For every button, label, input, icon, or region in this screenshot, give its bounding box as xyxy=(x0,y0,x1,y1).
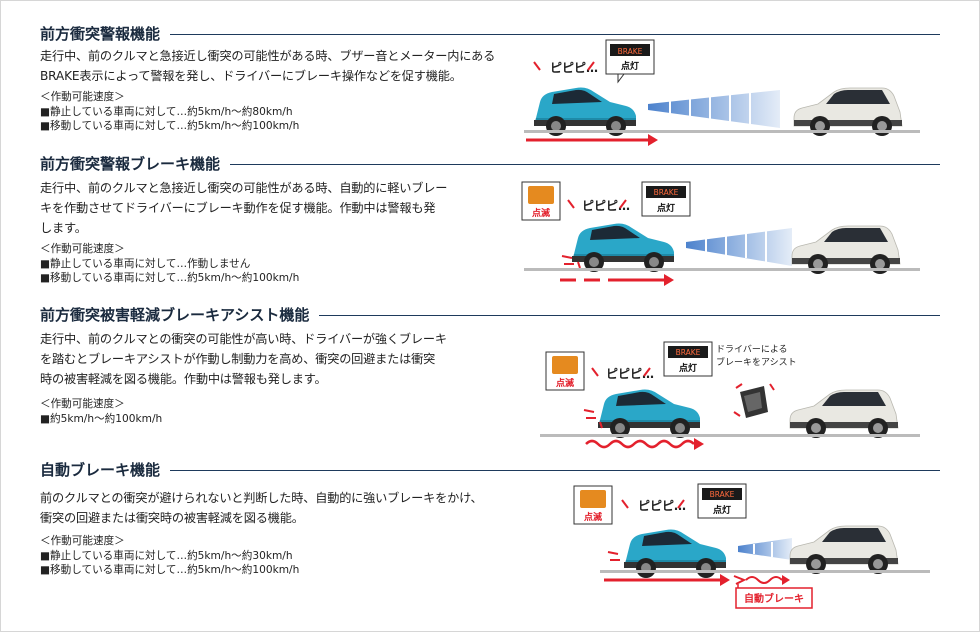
brake-indicator: BRAKE xyxy=(710,490,735,499)
section-title: 前方衝突被害軽減ブレーキアシスト機能 xyxy=(40,305,320,325)
beep-text: ピピピ… xyxy=(582,199,630,213)
speed-heading: ＜作動可能速度＞ xyxy=(40,535,125,547)
brake-pedal-icon xyxy=(733,383,775,418)
desc-line: 時の被害軽減を図る機能。作動中は警報も発します。 xyxy=(40,372,327,386)
section-brake-assist: 前方衝突被害軽減ブレーキアシスト機能 走行中、前のクルマとの衝突の可能性が高い時… xyxy=(40,305,940,425)
speed-list: ＜作動可能速度＞ ■静止している車両に対して…約5km/h～約80km/h ■移… xyxy=(40,90,500,134)
illustration-automatic-brake: 点滅 ピピピ… BRAKE 点灯 自動ブレーキ xyxy=(573,483,930,609)
speed-heading: ＜作動可能速度＞ xyxy=(40,398,125,410)
section-rule xyxy=(40,470,940,471)
radar-beam-icon xyxy=(738,538,792,560)
blink-label: 点滅 xyxy=(556,377,574,389)
lit-label: 点灯 xyxy=(713,504,731,516)
car-blue-icon xyxy=(572,223,674,272)
section-forward-collision-warning: 前方衝突警報機能 走行中、前のクルマと急接近し衝突の可能性がある時、ブザー音とメ… xyxy=(40,24,940,132)
illustration-warning-brake: 点滅 ピピピ… BRAKE 点灯 xyxy=(521,181,920,286)
speed-item: ■移動している車両に対して…約5km/h～約100km/h xyxy=(40,272,300,284)
beep-text: ピピピ… xyxy=(550,61,598,75)
illustration-brake-assist: 点滅 ピピピ… BRAKE 点灯 ドライバーによる ブレーキをアシスト xyxy=(540,341,920,450)
desc-line: 衝突の回避または衝突時の被害軽減を図る機能。 xyxy=(40,511,304,525)
speed-list: ＜作動可能速度＞ ■静止している車両に対して…作動しません ■移動している車両に… xyxy=(40,242,500,286)
lit-label: 点灯 xyxy=(621,60,639,72)
speed-item: ■移動している車両に対して…約5km/h～約100km/h xyxy=(40,564,300,576)
desc-line: キを作動させてドライバーにブレーキ動作を促す機能。作動中は警報も発 xyxy=(40,201,436,215)
car-white-icon xyxy=(793,87,903,137)
lit-label: 点灯 xyxy=(679,362,697,374)
radar-beam-icon xyxy=(686,228,792,266)
section-forward-collision-warning-brake: 前方衝突警報ブレーキ機能 走行中、前のクルマと急接近し衝突の可能性がある時、自動… xyxy=(40,154,940,284)
speed-heading: ＜作動可能速度＞ xyxy=(40,243,125,255)
slip-warning-icon xyxy=(580,490,606,508)
car-white-icon xyxy=(789,389,899,439)
speed-item: ■静止している車両に対して…約5km/h～約30km/h xyxy=(40,549,293,562)
section-description: 走行中、前のクルマと急接近し衝突の可能性がある時、自動的に軽いブレー キを作動さ… xyxy=(40,178,500,238)
desc-line: 走行中、前のクルマとの衝突の可能性が高い時、ドライバーが強くブレーキ xyxy=(40,332,447,346)
brake-indicator: BRAKE xyxy=(654,188,679,197)
blink-label: 点滅 xyxy=(584,511,602,523)
motion-arrow-icon xyxy=(604,574,790,586)
motion-arrow-icon xyxy=(560,274,674,286)
car-white-icon xyxy=(791,225,901,275)
speed-list: ＜作動可能速度＞ ■静止している車両に対して…約5km/h～約30km/h ■移… xyxy=(40,534,500,578)
car-blue-icon xyxy=(598,389,700,438)
section-rule xyxy=(40,315,940,316)
speed-heading: ＜作動可能速度＞ xyxy=(40,91,125,103)
radar-beam-icon xyxy=(648,90,780,128)
car-blue-icon xyxy=(534,87,636,136)
desc-line: BRAKE表示によって警報を発し、ドライバーにブレーキ操作などを促す機能。 xyxy=(40,69,462,83)
desc-line: 走行中、前のクルマと急接近し衝突の可能性がある時、自動的に軽いブレー xyxy=(40,181,448,195)
speed-list: ＜作動可能速度＞ ■約5km/h～約100km/h xyxy=(40,397,500,426)
desc-line: 走行中、前のクルマと急接近し衝突の可能性がある時、ブザー音とメーター内にある xyxy=(40,49,496,63)
section-description: 走行中、前のクルマと急接近し衝突の可能性がある時、ブザー音とメーター内にある B… xyxy=(40,46,500,86)
lit-label: 点灯 xyxy=(657,202,675,214)
beep-text: ピピピ… xyxy=(638,499,686,513)
speed-item: ■静止している車両に対して…約5km/h～約80km/h xyxy=(40,105,293,118)
slip-warning-icon xyxy=(528,186,554,204)
slip-warning-icon xyxy=(552,356,578,374)
driver-assist-text: ドライバーによる xyxy=(716,344,788,355)
blink-label: 点滅 xyxy=(532,207,550,219)
auto-brake-label: 自動ブレーキ xyxy=(744,592,804,605)
speed-item: ■静止している車両に対して…作動しません xyxy=(40,257,251,270)
section-automatic-brake: 自動ブレーキ機能 前のクルマとの衝突が避けられないと判断した時、自動的に強いブレ… xyxy=(40,460,940,576)
section-description: 前のクルマとの衝突が避けられないと判断した時、自動的に強いブレーキをかけ、 衝突… xyxy=(40,488,500,528)
desc-line: を踏むとブレーキアシストが作動し制動力を高め、衝突の回避または衝突 xyxy=(40,352,436,366)
brake-indicator: BRAKE xyxy=(676,348,701,357)
auto-brake-badge xyxy=(735,587,813,609)
motion-arrow-icon xyxy=(526,134,658,146)
desc-line: 前のクルマとの衝突が避けられないと判断した時、自動的に強いブレーキをかけ、 xyxy=(40,491,483,505)
section-description: 走行中、前のクルマとの衝突の可能性が高い時、ドライバーが強くブレーキ を踏むとブ… xyxy=(40,329,500,389)
section-rule xyxy=(40,34,940,35)
illustration-warning: ピピピ… BRAKE 点灯 xyxy=(524,39,920,146)
section-title: 前方衝突警報機能 xyxy=(40,24,171,44)
section-title: 自動ブレーキ機能 xyxy=(40,460,171,480)
section-title: 前方衝突警報ブレーキ機能 xyxy=(40,154,231,174)
motion-arrow-icon xyxy=(585,438,704,450)
speed-item: ■約5km/h～約100km/h xyxy=(40,412,163,425)
desc-line: します。 xyxy=(40,221,87,235)
driver-assist-text: ブレーキをアシスト xyxy=(716,356,797,368)
speed-item: ■移動している車両に対して…約5km/h～約100km/h xyxy=(40,120,300,132)
beep-text: ピピピ… xyxy=(606,367,654,381)
section-rule xyxy=(40,164,940,165)
car-white-icon xyxy=(789,525,899,575)
brake-indicator: BRAKE xyxy=(618,47,643,56)
